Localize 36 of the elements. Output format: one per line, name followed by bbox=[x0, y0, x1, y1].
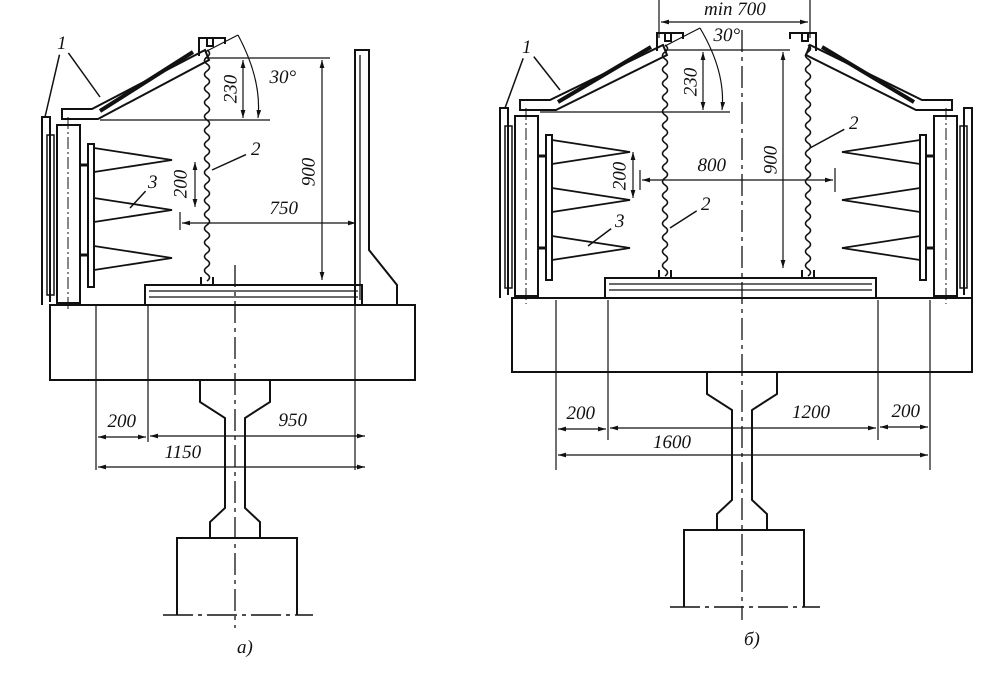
callout-number: 1 bbox=[522, 38, 532, 58]
leader-line bbox=[810, 128, 845, 149]
dimension-label: 800 bbox=[698, 156, 726, 176]
callout-number: 1 bbox=[57, 34, 66, 54]
dimension-label: 200 bbox=[566, 404, 595, 424]
callout-number: 2 bbox=[701, 195, 710, 215]
callout-number: 3 bbox=[615, 212, 624, 232]
dimension-label: 950 bbox=[278, 411, 307, 431]
dimension-label: 230 bbox=[220, 74, 241, 104]
dimension-label: 1150 bbox=[164, 443, 202, 463]
dimension-label: 200 bbox=[170, 170, 191, 198]
dimension-label: 750 bbox=[270, 199, 298, 219]
panel-label: а) bbox=[237, 638, 253, 658]
leader-line bbox=[129, 190, 146, 208]
dimension-label: min 700 bbox=[704, 0, 766, 20]
leader-line bbox=[212, 154, 246, 171]
dimension-label: 200 bbox=[108, 412, 136, 432]
callout-number: 2 bbox=[251, 140, 260, 160]
leader-line bbox=[44, 54, 60, 118]
dimension-label: 1200 bbox=[792, 403, 830, 423]
leader-line bbox=[504, 58, 524, 108]
leader-line bbox=[68, 52, 101, 98]
leader-line bbox=[588, 228, 612, 247]
leader-line bbox=[533, 56, 561, 90]
dimension-label: 1600 bbox=[653, 433, 691, 453]
callout-number: 3 bbox=[148, 173, 158, 193]
leader-line bbox=[670, 210, 698, 229]
dimension-label: 200 bbox=[892, 402, 920, 422]
angle-label: 30° bbox=[270, 68, 296, 88]
dimension-label: 900 bbox=[760, 146, 781, 174]
dimension-label: 230 bbox=[680, 68, 701, 96]
dimension-label: 900 bbox=[298, 158, 319, 186]
dimension-label: 200 bbox=[610, 162, 630, 190]
panel-label: б) bbox=[744, 630, 760, 650]
angle-label: 30° bbox=[714, 26, 740, 46]
callout-number: 2 bbox=[849, 114, 858, 134]
